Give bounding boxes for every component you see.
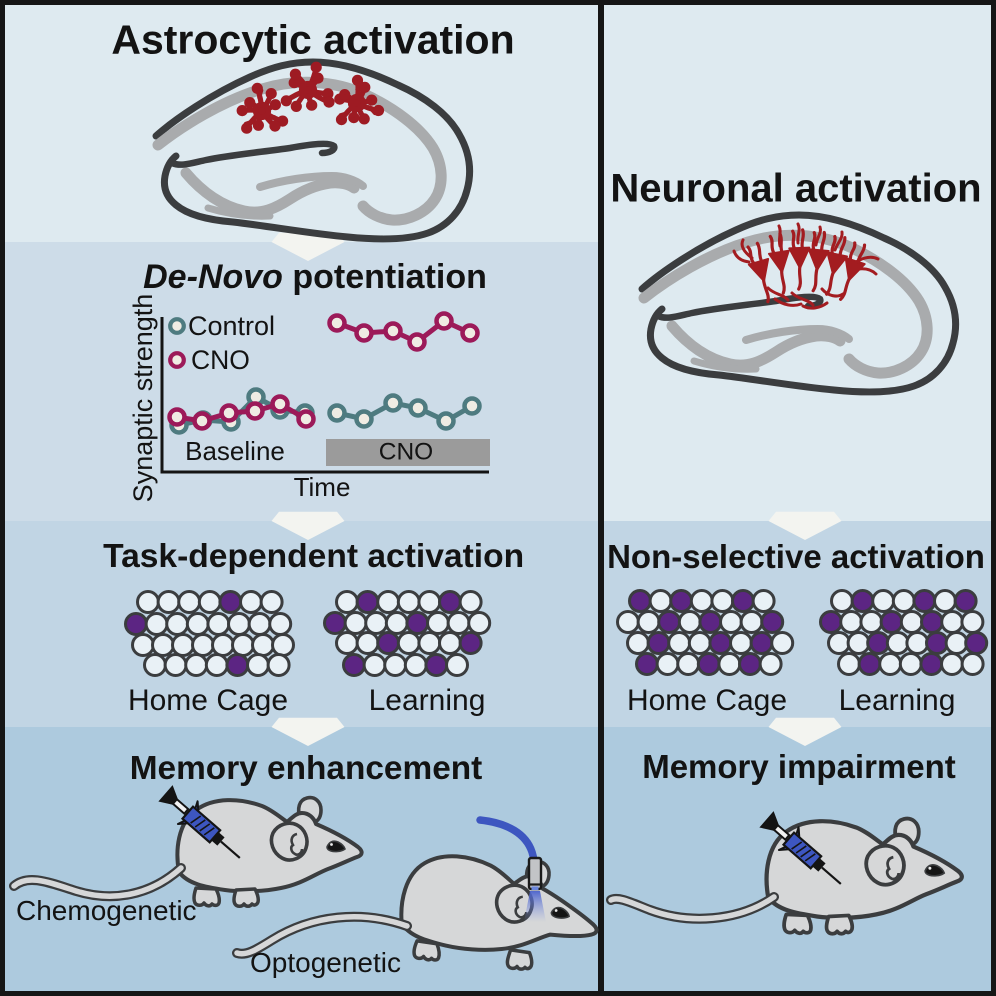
svg-text:Non-selective activation: Non-selective activation — [607, 538, 985, 575]
svg-text:Home Cage: Home Cage — [627, 684, 787, 717]
svg-text:Memory enhancement: Memory enhancement — [130, 750, 483, 787]
svg-text:Neuronal activation: Neuronal activation — [610, 167, 981, 211]
svg-text:Optogenetic: Optogenetic — [250, 947, 401, 978]
svg-text:Synaptic strength: Synaptic strength — [128, 294, 158, 503]
svg-text:Learning: Learning — [369, 684, 486, 717]
svg-text:Memory impairment: Memory impairment — [642, 748, 956, 785]
svg-text:Astrocytic activation: Astrocytic activation — [111, 17, 514, 63]
svg-text:De-Novo potentiation: De-Novo potentiation — [143, 258, 487, 296]
svg-text:Time: Time — [294, 472, 351, 502]
svg-text:Baseline: Baseline — [185, 436, 285, 466]
svg-text:CNO: CNO — [379, 439, 433, 466]
svg-text:Control: Control — [188, 311, 275, 341]
svg-text:Chemogenetic: Chemogenetic — [16, 895, 197, 926]
svg-text:Task-dependent activation: Task-dependent activation — [103, 538, 524, 575]
svg-text:CNO: CNO — [191, 345, 250, 375]
svg-text:Learning: Learning — [839, 684, 956, 717]
svg-text:Home Cage: Home Cage — [128, 684, 288, 717]
